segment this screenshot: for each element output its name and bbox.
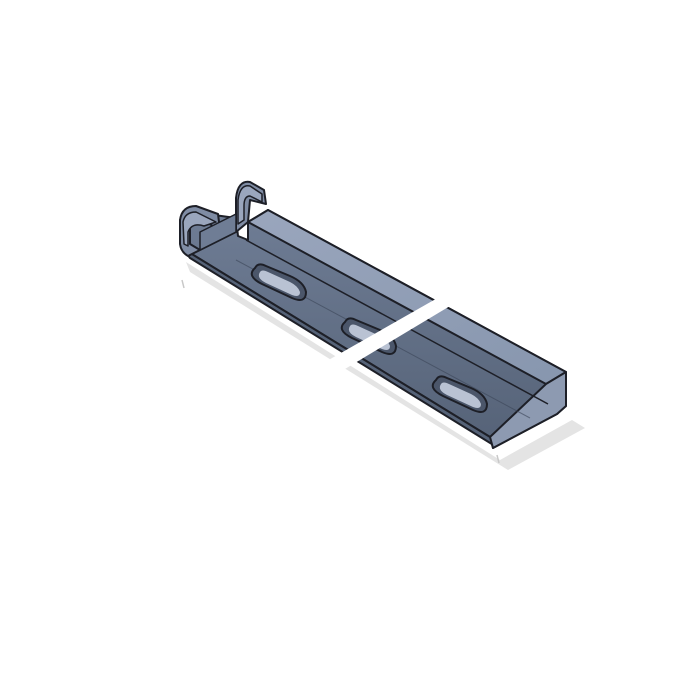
break-gap: [318, 292, 460, 378]
ground-mark-right: [496, 454, 500, 464]
channel-lip-upper: [237, 185, 263, 225]
channel-end-cap: [489, 371, 567, 449]
slot-1: [250, 263, 308, 301]
channel-lip-left: [182, 211, 217, 247]
ground-shadow: [186, 262, 585, 470]
ground-mark-left: [181, 279, 185, 289]
channel-inner-wall: [199, 213, 237, 251]
slot-3: [431, 375, 489, 413]
